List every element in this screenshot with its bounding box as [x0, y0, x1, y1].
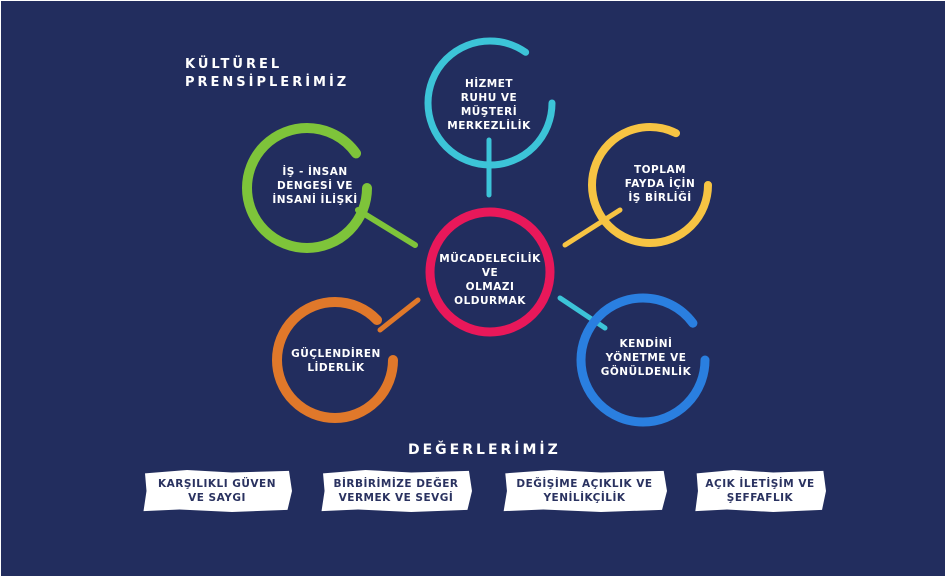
ring-orange [272, 297, 398, 423]
principles-title-line: KÜLTÜREL [185, 57, 283, 72]
line: MERKEZLİLİK [447, 120, 531, 132]
line: RUHU VE [460, 92, 518, 104]
value-card: KARŞILIKLI GÜVEN VE SAYGI [143, 470, 292, 512]
principles-title-line: PRENSİPLERİMİZ [185, 75, 350, 90]
line: GÖNÜLDENLİK [600, 366, 692, 378]
line: BİRBİRİMİZE DEĞER [333, 478, 459, 490]
ring-center [425, 207, 555, 337]
principle-balance: İŞ - İNSAN DENGESİ VE İNSANİ İLİŞKİ [272, 165, 357, 207]
line: KARŞILIKLI GÜVEN [157, 478, 277, 490]
line: DENGESİ VE [277, 180, 353, 192]
ring-green [242, 123, 372, 253]
line: OLMAZI [465, 281, 515, 293]
line: VERMEK VE SEVGİ [338, 492, 454, 504]
principle-cooperation: TOPLAM FAYDA İÇİN İŞ BİRLİĞİ [625, 163, 696, 205]
principle-leadership: GÜÇLENDİREN LİDERLİK [291, 347, 381, 375]
line: MÜCADELECİLİK [439, 253, 541, 265]
ring-blue [576, 293, 710, 427]
connector-green [355, 207, 418, 248]
principle-self-management: KENDİNİ YÖNETME VE GÖNÜLDENLİK [601, 337, 691, 379]
line: OLDURMAK [454, 295, 526, 307]
line: AÇIK İLETİŞİM VE [705, 478, 815, 490]
line: TOPLAM [633, 164, 687, 176]
value-card: BİRBİRİMİZE DEĞER VERMEK VE SEVGİ [321, 470, 472, 512]
line: İNSANİ İLİŞKİ [272, 194, 358, 206]
line: İŞ - İNSAN [282, 166, 348, 178]
ring-top [424, 37, 556, 169]
values-title: DEĞERLERİMİZ [408, 442, 561, 458]
line: GÜÇLENDİREN [291, 348, 381, 360]
line: VE [481, 267, 499, 279]
line: HİZMET [464, 78, 514, 90]
connector-orange [377, 297, 421, 333]
ring-yellow [588, 123, 712, 247]
line: YENİLİKÇİLİK [543, 492, 626, 504]
line: DEĞİŞİME AÇIKLIK VE [516, 478, 653, 490]
value-card: AÇIK İLETİŞİM VE ŞEFFAFLIK [695, 470, 826, 512]
principles-title: KÜLTÜREL PRENSİPLERİMİZ [185, 56, 349, 92]
center-principle: MÜCADELECİLİK VE OLMAZI OLDURMAK [439, 252, 540, 308]
line: KENDİNİ [619, 338, 673, 350]
line: İŞ BİRLİĞİ [628, 192, 692, 204]
line: MÜŞTERİ [460, 106, 518, 118]
connector-yellow [562, 207, 623, 248]
line: ŞEFFAFLIK [726, 492, 794, 504]
line: VE SAYGI [188, 492, 246, 504]
line: FAYDA İÇİN [624, 178, 696, 190]
line: YÖNETME VE [605, 352, 687, 364]
principle-service: HİZMET RUHU VE MÜŞTERİ MERKEZLİLİK [447, 77, 530, 133]
value-card: DEĞİŞİME AÇIKLIK VE YENİLİKÇİLİK [503, 470, 667, 512]
line: LİDERLİK [307, 362, 365, 374]
